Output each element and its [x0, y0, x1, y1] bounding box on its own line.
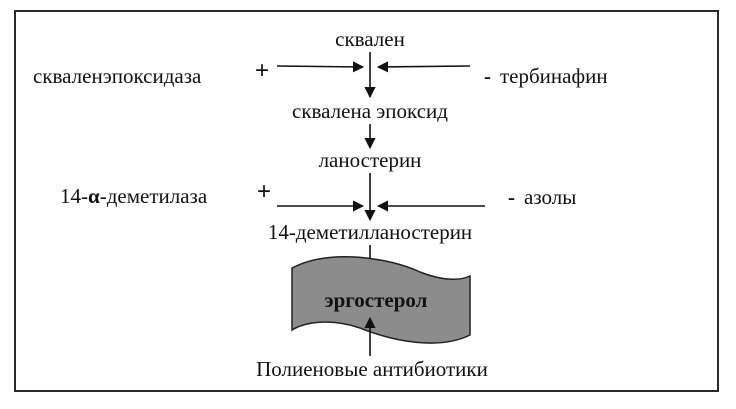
- minus-sign-terbinafine: -: [484, 64, 491, 88]
- arrow-epoxidase-activation: [276, 61, 365, 73]
- node-squalene-epoxide: сквалена эпоксид: [292, 99, 448, 123]
- node-lanosterol: ланостерин: [319, 148, 422, 172]
- plus-sign-epoxidase: +: [255, 57, 269, 84]
- inhibitor-azoles: азолы: [524, 185, 576, 209]
- node-ergosterol: эргостерол: [325, 288, 428, 312]
- node-demethyllanosterol: 14-деметилланостерин: [268, 220, 472, 244]
- node-squalene: сквален: [335, 27, 405, 51]
- inhibitor-terbinafine: тербинафин: [500, 64, 608, 88]
- minus-sign-azoles: -: [508, 185, 515, 209]
- arrow-terbinafine-inhibition: [376, 61, 471, 73]
- enzyme-demethylase: 14-α-деметилаза: [60, 184, 208, 208]
- ergosterol-banner: [291, 255, 471, 344]
- plus-sign-demethylase: +: [257, 178, 271, 205]
- enzyme-squalene-epoxidase: скваленэпоксидаза: [33, 64, 202, 88]
- inhibitor-polyenes: Полиеновые антибиотики: [256, 357, 488, 381]
